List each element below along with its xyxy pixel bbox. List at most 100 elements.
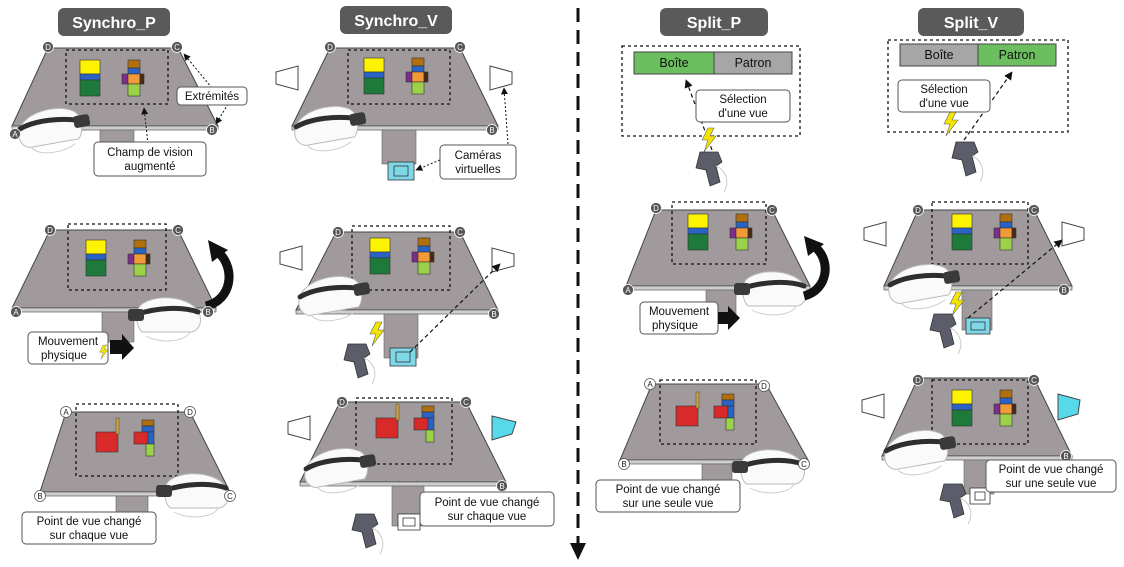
synchro-p-scene-2: A B C D — [10, 223, 234, 342]
label-extremites: Extrémités — [176, 53, 248, 125]
corner-b-sv2: B — [488, 308, 500, 320]
svg-text:sur une seule vue: sur une seule vue — [1006, 478, 1097, 490]
label-pdv-seule-splitv: Point de vue changé sur une seule vue — [985, 459, 1117, 493]
corner-d-sp5: D — [758, 380, 770, 392]
synchro-p-scene-3: A B C D — [34, 403, 236, 518]
title-split-v: Split_V — [918, 8, 1024, 36]
view-button-patron-sp[interactable]: Patron — [713, 51, 793, 75]
corner-a: A — [9, 128, 21, 140]
corner-b-sv3: B — [496, 480, 508, 492]
corner-d-sv3: D — [336, 396, 348, 408]
svg-text:Caméras: Caméras — [455, 150, 502, 162]
svg-text:C: C — [1031, 206, 1037, 215]
svg-text:D: D — [335, 228, 341, 237]
label-selection-sp: Sélection d'une vue — [695, 89, 791, 123]
svg-text:D: D — [187, 408, 193, 417]
svg-text:C: C — [175, 226, 181, 235]
svg-text:C: C — [463, 398, 469, 407]
title-synchro-v: Synchro_V — [340, 6, 452, 34]
label-pdv-chaque-sp: Point de vue changé sur chaque vue — [21, 511, 157, 545]
corner-c-sv5: C — [1028, 374, 1040, 386]
split-p-scene-3: A B C D — [618, 378, 810, 493]
svg-text:B: B — [499, 482, 504, 491]
svg-text:Extrémités: Extrémités — [185, 91, 240, 103]
svg-text:Champ de vision: Champ de vision — [107, 147, 193, 159]
svg-text:D: D — [915, 376, 921, 385]
corner-a-sp4: A — [622, 284, 634, 296]
corner-d-sp2: D — [44, 224, 56, 236]
svg-text:sur chaque vue: sur chaque vue — [50, 530, 129, 542]
label-champ-vision: Champ de vision augmenté — [93, 107, 207, 177]
corner-b-sp3: B — [34, 490, 46, 502]
svg-text:physique: physique — [652, 320, 698, 332]
svg-text:A: A — [625, 286, 631, 295]
svg-text:virtuelles: virtuelles — [455, 164, 501, 176]
svg-text:A: A — [647, 380, 653, 389]
svg-text:D: D — [45, 43, 51, 52]
view-button-boite-sv[interactable]: Boîte — [899, 43, 979, 67]
svg-text:C: C — [227, 492, 233, 501]
corner-b-sp2: B — [202, 306, 214, 318]
svg-text:C: C — [801, 460, 807, 469]
corner-c-sv2: C — [454, 226, 466, 238]
corner-b: B — [206, 124, 218, 136]
svg-text:physique: physique — [41, 350, 87, 362]
svg-text:B: B — [205, 308, 210, 317]
title-synchro-p: Synchro_P — [58, 8, 170, 36]
split-v-menu-scene: Boîte Patron — [887, 39, 1069, 183]
svg-text:Boîte: Boîte — [659, 56, 688, 70]
divider-arrowhead — [570, 543, 586, 560]
svg-text:d'une vue: d'une vue — [718, 108, 768, 120]
view-button-boite-sp[interactable]: Boîte — [633, 51, 715, 75]
svg-text:D: D — [339, 398, 345, 407]
svg-text:D: D — [761, 382, 767, 391]
svg-text:B: B — [209, 126, 214, 135]
svg-text:C: C — [174, 43, 180, 52]
label-pdv-chaque-sv: Point de vue changé sur chaque vue — [419, 491, 555, 527]
svg-text:B: B — [621, 460, 626, 469]
synchro-v-scene-3: B C D — [287, 396, 517, 555]
label-selection-sv: Sélection d'une vue — [897, 79, 991, 113]
view-button-patron-sv[interactable]: Patron — [977, 43, 1057, 67]
corner-d: D — [42, 41, 54, 53]
svg-text:Mouvement: Mouvement — [38, 336, 99, 348]
svg-text:Split_P: Split_P — [687, 15, 742, 32]
corner-c-sv4: C — [1028, 204, 1040, 216]
title-split-p: Split_P — [660, 8, 768, 36]
svg-text:B: B — [491, 310, 496, 319]
svg-text:C: C — [457, 43, 463, 52]
svg-text:d'une vue: d'une vue — [919, 98, 969, 110]
svg-text:Synchro_V: Synchro_V — [354, 13, 438, 30]
label-cameras-virtuelles: Caméras virtuelles — [415, 87, 517, 180]
corner-c-sv3: C — [460, 396, 472, 408]
svg-text:Point de vue changé: Point de vue changé — [37, 516, 142, 528]
svg-text:B: B — [489, 126, 494, 135]
corner-d-sv4: D — [912, 204, 924, 216]
label-mouvement-splitp: Mouvement physique — [639, 301, 740, 335]
corner-d-sv2: D — [332, 226, 344, 238]
svg-text:Synchro_P: Synchro_P — [72, 15, 156, 32]
label-mouvement-sp: Mouvement physique — [27, 331, 134, 365]
split-v-scene-3: B C D — [861, 374, 1081, 525]
svg-text:Patron: Patron — [735, 56, 772, 70]
svg-text:D: D — [47, 226, 53, 235]
svg-text:C: C — [1031, 376, 1037, 385]
svg-text:Split_V: Split_V — [944, 15, 999, 32]
corner-d-sp4: D — [650, 202, 662, 214]
svg-text:Point de vue changé: Point de vue changé — [435, 497, 540, 509]
svg-text:B: B — [1061, 286, 1066, 295]
corner-d-sv5: D — [912, 374, 924, 386]
svg-text:A: A — [13, 308, 19, 317]
svg-text:D: D — [653, 204, 659, 213]
corner-b-sv1: B — [486, 124, 498, 136]
synchro-v-scene-2: B C D — [279, 225, 515, 385]
svg-text:D: D — [915, 206, 921, 215]
corner-b-sp5: B — [618, 458, 630, 470]
synchro-v-scene-1: B C D — [275, 41, 513, 181]
corner-c-sp5: C — [798, 458, 810, 470]
corner-c-sp3: C — [224, 490, 236, 502]
svg-text:B: B — [37, 492, 42, 501]
svg-text:Point de vue changé: Point de vue changé — [999, 464, 1104, 476]
svg-text:augmenté: augmenté — [124, 161, 175, 173]
